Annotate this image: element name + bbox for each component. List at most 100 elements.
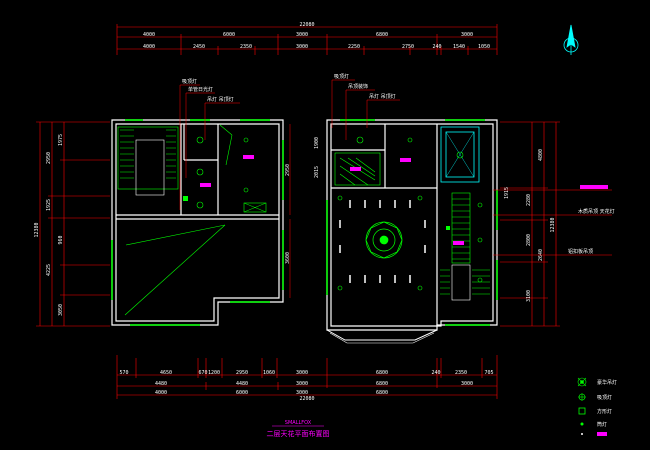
right-overall-dim: 12380: [550, 217, 556, 232]
left-dimension-chain: [36, 121, 110, 327]
legend-label: 吸顶灯: [597, 394, 612, 401]
right-square-lamps: [446, 226, 450, 230]
bottom-dim: 240: [431, 370, 440, 376]
legend-item: 筒灯: [580, 421, 607, 428]
legend-item: 吸顶灯: [578, 393, 612, 401]
top-dim: 3000: [296, 32, 308, 38]
left-dim: 1975: [58, 134, 64, 146]
right-dim: 2280: [526, 194, 532, 206]
left-floor-plan: 吸顶灯 单管日光灯 吊灯 吊顶灯 2950 3600: [111, 78, 291, 326]
bottom-dim: 4000: [155, 390, 167, 396]
bottom-dim: 1200: [208, 370, 220, 376]
left-tags: [200, 155, 254, 187]
title-block: SMALLFOX 二层天花平面布置图: [267, 420, 330, 438]
left-plan-openings: [111, 119, 284, 326]
left-cabinet: [243, 202, 267, 213]
right-plan-note: 吊灯 吊顶灯: [369, 93, 396, 100]
left-lamps: [196, 136, 249, 209]
bay-window: [326, 329, 438, 341]
downlight-icon: [417, 195, 423, 201]
right-note-leaders: [331, 79, 400, 140]
right-dimension-chain: [500, 121, 560, 327]
top-dim: 2350: [240, 44, 252, 50]
right-lamps: [337, 136, 483, 291]
bottom-dim: 6800: [376, 370, 388, 376]
legend: 豪华吊灯 吸顶灯 方形灯 筒灯: [577, 377, 617, 436]
bottom-dim: 670: [198, 370, 207, 376]
left-dim: 960: [58, 235, 64, 244]
bottom-dim: 3000: [296, 370, 308, 376]
right-side-leaders: [493, 189, 612, 256]
legend-item: 方形灯: [578, 407, 612, 415]
top-dim: 3000: [296, 44, 308, 50]
legend-item: 豪华吊灯: [577, 377, 617, 387]
tag-icon: [597, 432, 607, 436]
top-dim: 2250: [348, 44, 360, 50]
top-dim: 4000: [143, 32, 155, 38]
bottom-dim: 570: [119, 370, 128, 376]
right-downlights: [339, 200, 426, 283]
tag-icon: [200, 183, 211, 187]
right-side-label: 铝扣板吊顶: [568, 248, 593, 255]
bottom-overall-dim: 22080: [299, 396, 314, 402]
left-dim: 1925: [46, 199, 52, 211]
right-side-label: 木质吊顶 天花灯: [578, 208, 615, 215]
left-overall-dim: 12380: [34, 222, 40, 237]
top-dim: 3000: [461, 32, 473, 38]
right-plan-note: 吊顶装饰: [348, 83, 368, 90]
downlight-icon: [337, 285, 343, 291]
left-plan-walls: [111, 119, 284, 326]
downlight-icon: [243, 137, 249, 143]
interior-dim: 2015: [314, 166, 320, 178]
drawing-title: 二层天花平面布置图: [267, 429, 330, 438]
left-stair: [117, 126, 179, 196]
bottom-dim: 705: [484, 370, 493, 376]
right-dim: 3100: [526, 290, 532, 302]
top-dim: 240: [432, 44, 441, 50]
left-note-leaders: [179, 84, 240, 210]
bottom-dim: 4480: [155, 381, 167, 387]
top-overall-dim: 22080: [299, 22, 314, 28]
tag-icon: [243, 155, 254, 159]
bottom-dimension-chain: [116, 355, 498, 399]
left-cabinet-diag: [243, 202, 267, 213]
tag-icon: [453, 241, 464, 245]
interior-dim: 2950: [285, 164, 291, 176]
tag-icon: [350, 167, 361, 171]
top-dim: 1540: [453, 44, 465, 50]
left-dim: 2950: [46, 152, 52, 164]
tag-icon: [400, 158, 411, 162]
downlight-icon: [407, 137, 413, 143]
ceiling-lamp-icon: [578, 393, 586, 401]
square-lamp-icon: [446, 226, 450, 230]
bottom-dim: 3000: [461, 381, 473, 387]
ceiling-lamp-icon: [196, 201, 204, 209]
ceiling-lamp-icon: [356, 136, 364, 144]
bottom-dim: 3000: [296, 390, 308, 396]
interior-dim: 1900: [314, 137, 320, 149]
bottom-dim: 4480: [236, 381, 248, 387]
left-dim: 4225: [46, 264, 52, 276]
interior-dim: 3600: [285, 252, 291, 264]
top-dim: 1050: [478, 44, 490, 50]
ceiling-lamp-icon: [196, 136, 204, 144]
ceiling-lamp-icon: [456, 151, 464, 159]
bottom-dim: 3000: [296, 381, 308, 387]
tag-icon: [580, 185, 608, 189]
bottom-dim: 2950: [236, 370, 248, 376]
right-tags: [350, 158, 464, 245]
right-dim: 4800: [538, 149, 544, 161]
legend-label: 豪华吊灯: [597, 379, 617, 386]
ceiling-lamp-icon: [196, 168, 204, 176]
left-wiring: [124, 124, 233, 316]
top-dim: 6800: [376, 32, 388, 38]
chandelier-icon: [577, 377, 587, 387]
left-plan-note: 单管日光灯: [188, 86, 213, 93]
downlight-icon: [337, 195, 343, 201]
bottom-dim: 2350: [455, 370, 467, 376]
left-plan-note: 吊灯 吊顶灯: [207, 96, 234, 103]
bottom-dim: 4650: [160, 370, 172, 376]
downlight-icon: [581, 433, 583, 435]
right-dim: 2800: [526, 234, 532, 246]
